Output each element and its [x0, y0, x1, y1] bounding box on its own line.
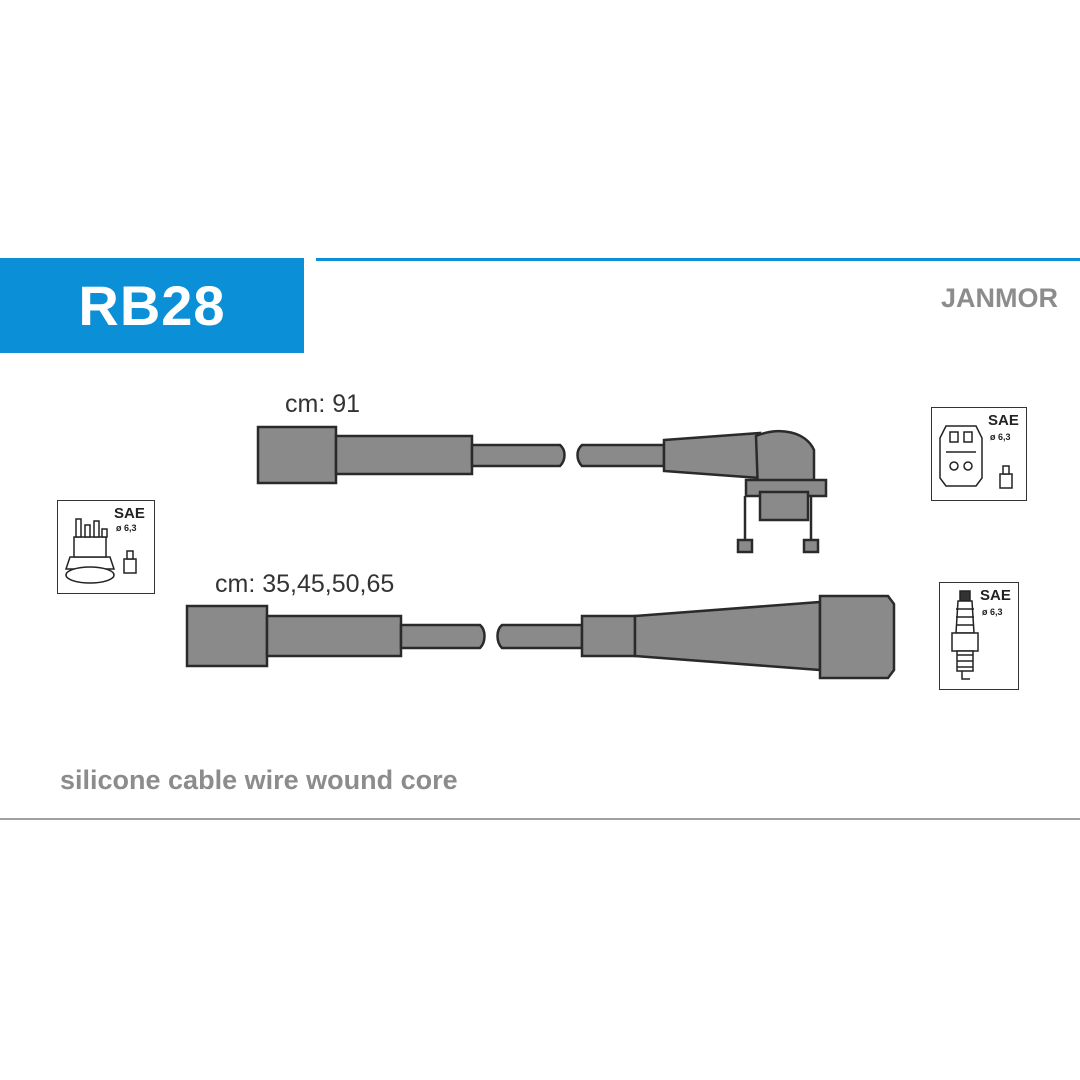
spark-plug-icon: [951, 590, 979, 680]
right-top-connector-box: SAE ø 6,3: [931, 407, 1027, 501]
cable-2-taper-boot: [633, 600, 822, 672]
right-bottom-connector-box: SAE ø 6,3: [939, 582, 1019, 690]
cable-2-left-sleeve: [265, 614, 403, 658]
cable-1-right-sleeve: [662, 431, 762, 480]
cable-1-angle-boot: [754, 429, 816, 494]
left-connector-diameter: ø 6,3: [116, 523, 137, 533]
product-code-box: RB28: [0, 258, 304, 353]
cable-1-pin-right: [802, 538, 820, 554]
cable-2-wire-right: [496, 623, 584, 650]
brand-name: JANMOR: [940, 283, 1058, 313]
cable-2-plug-cap: [818, 594, 896, 680]
product-code: RB28: [78, 274, 226, 337]
cable-2-left-boot: [185, 604, 269, 668]
ignition-coil-icon: [939, 425, 1013, 489]
distributor-cap-icon: [64, 518, 137, 584]
cable-1-wire-left: [470, 443, 566, 468]
right-bottom-connector-diameter: ø 6,3: [982, 607, 1003, 617]
right-top-connector-diameter: ø 6,3: [990, 432, 1011, 442]
left-connector-standard: SAE: [114, 505, 145, 522]
footer-rule: [0, 818, 1080, 820]
cable-1-left-boot: [256, 425, 338, 485]
cable-1-left-sleeve: [334, 434, 474, 476]
cable-2: [185, 594, 896, 680]
left-connector-box: SAE ø 6,3: [57, 500, 155, 594]
right-bottom-connector-standard: SAE: [980, 587, 1011, 604]
cable-2-wire-left: [399, 623, 486, 650]
right-top-connector-standard: SAE: [988, 412, 1019, 429]
cable-1: [256, 425, 828, 554]
cable-1-wire-right: [576, 443, 666, 468]
cable-2-length-label: cm: 35,45,50,65: [215, 570, 395, 598]
cable-1-length-label: cm: 91: [285, 390, 361, 418]
product-description: silicone cable wire wound core: [60, 765, 458, 795]
cable-1-terminal-body: [758, 490, 810, 522]
cable-2-right-sleeve: [580, 614, 637, 658]
cable-1-pin-left: [736, 538, 754, 554]
header-rule: [316, 258, 1080, 261]
